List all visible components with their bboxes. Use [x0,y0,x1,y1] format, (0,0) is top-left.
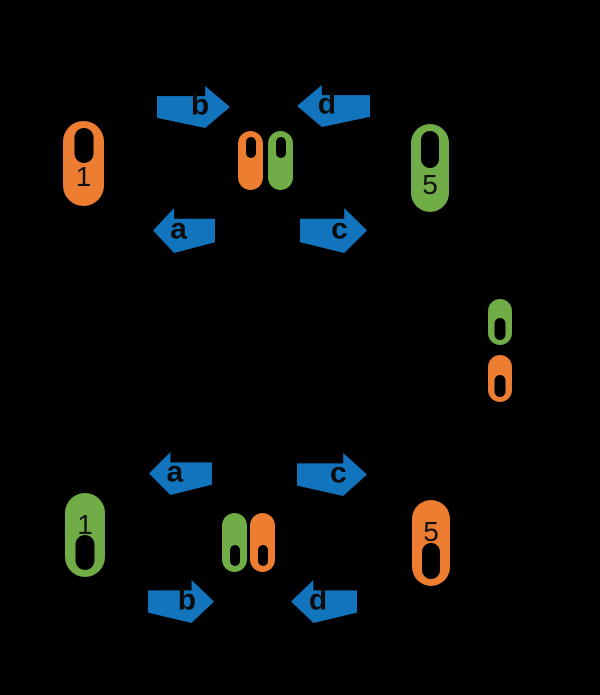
flipped-capsule-orange [488,355,512,402]
capsule-slot [229,545,240,566]
capsule-slot [74,128,93,163]
pair-capsule-orange-bottom [250,513,275,572]
capsule-slot [275,137,286,158]
capsule-slot [494,375,506,397]
arrow-b-bottom: b [148,580,214,623]
capsule-number: 1 [75,161,92,192]
capsule-slot [422,543,440,579]
capsule-slot [257,545,268,566]
capsule-slot [494,318,506,340]
arrow-label: d [317,87,337,121]
capsule-slot [245,137,256,158]
arrow-b-top: b [157,86,230,128]
capsule-1-inward: 1 [65,493,105,577]
arrow-a-bottom: a [149,452,212,495]
arrow-c-top: c [300,208,367,253]
arrow-d-top: d [297,85,370,127]
arrow-a-top: a [153,208,215,253]
arrow-c-bottom: c [297,453,367,496]
pair-capsule-green-top [268,131,293,190]
arrow-label: d [308,583,328,616]
flipped-capsule-green [488,299,512,345]
pair-capsule-orange-top [238,131,263,190]
pair-capsule-green-bottom [222,513,247,572]
arrow-label: b [190,88,210,122]
arrow-label: a [166,455,184,488]
capsule-5-inward: 5 [412,500,450,586]
arrow-label: c [329,456,347,489]
capsule-number: 5 [422,169,438,200]
capsule-slot [75,535,95,570]
capsule-slot [421,131,439,168]
capsule-number: 1 [77,509,93,540]
arrow-d-bottom: d [291,580,357,623]
arrow-label: a [170,212,187,245]
capsule-1-outward: 1 [63,121,104,206]
arrow-label: b [177,583,197,616]
arrow-label: c [331,212,348,245]
capsule-number: 5 [423,516,439,547]
capsule-5-outward: 5 [411,124,449,212]
